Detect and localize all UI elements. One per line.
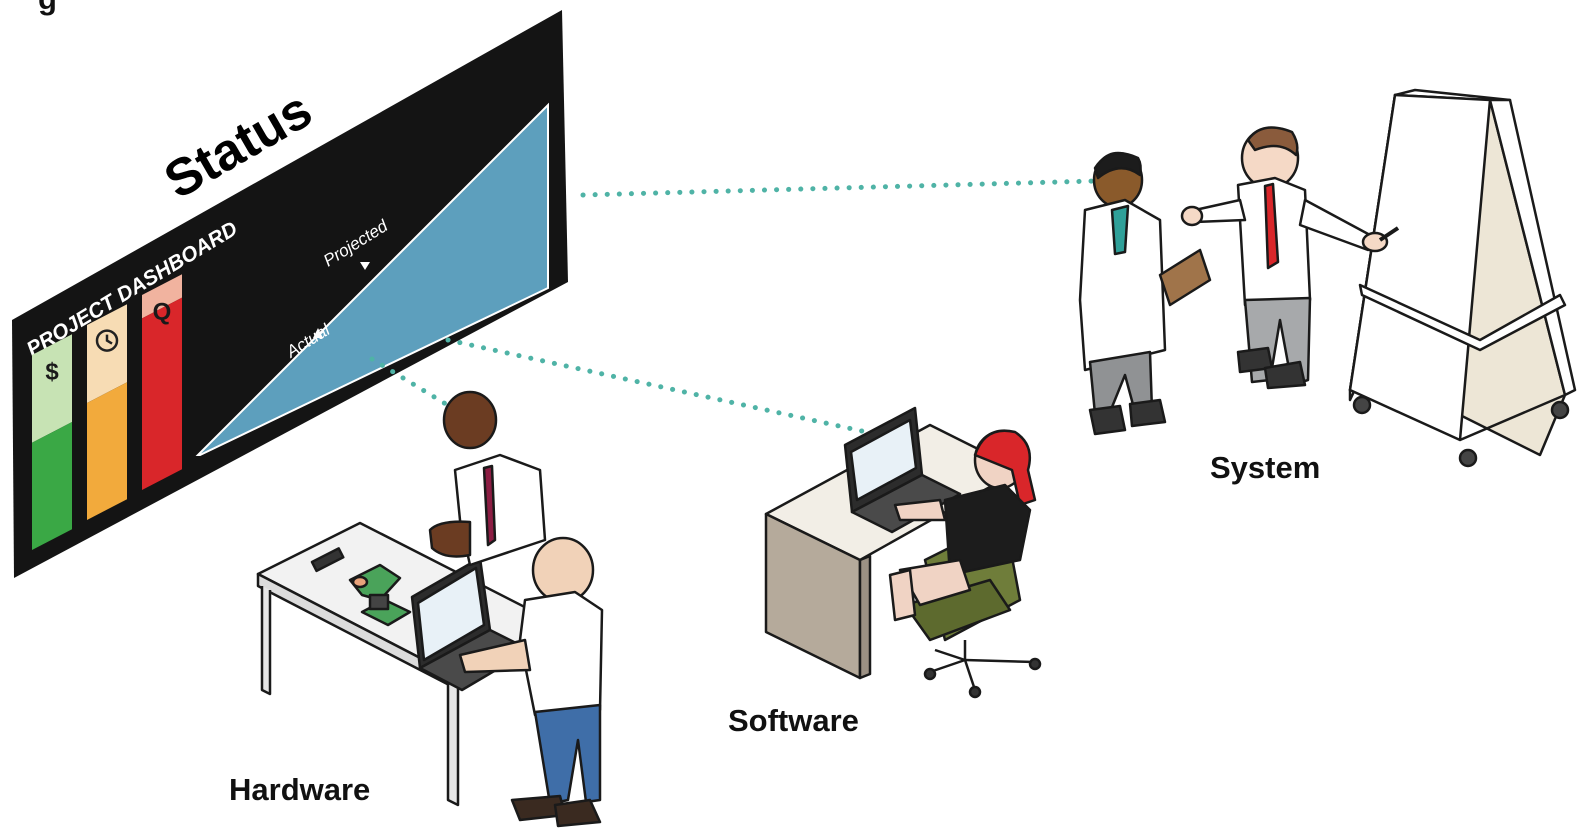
quality-indicator: Q — [142, 274, 182, 490]
whiteboard-easel — [1348, 88, 1577, 468]
quality-indicator-symbol: Q — [153, 299, 172, 326]
heading-fragment: g — [38, 0, 57, 17]
dashboard-chart-area — [195, 102, 549, 456]
cost-indicator-symbol: $ — [45, 359, 59, 386]
indicator-bars: $Q — [32, 274, 182, 550]
cost-indicator: $ — [32, 334, 72, 550]
quality-indicator-background — [142, 274, 182, 319]
system-label: System — [1210, 450, 1321, 485]
schedule-indicator-background — [87, 304, 127, 403]
hardware-engineer-1 — [453, 453, 547, 567]
actual-marker-icon — [313, 328, 323, 338]
system-engineer-clipboard — [1078, 198, 1167, 372]
hardware-label: Hardware — [229, 772, 371, 807]
hardware-engineer-2 — [518, 590, 604, 717]
projected-marker-icon — [360, 262, 370, 270]
software-team — [764, 406, 1042, 699]
connector-system — [580, 178, 1098, 198]
clock-hands — [105, 334, 113, 345]
cost-indicator-background — [32, 334, 72, 443]
schedule-indicator-level — [87, 382, 127, 520]
schedule-indicator — [87, 304, 127, 520]
cost-indicator-level — [32, 421, 72, 550]
clock-icon — [95, 329, 119, 352]
system-team — [1078, 88, 1577, 468]
quality-indicator-level — [142, 297, 182, 490]
hardware-team — [256, 390, 604, 828]
software-label: Software — [728, 703, 859, 738]
